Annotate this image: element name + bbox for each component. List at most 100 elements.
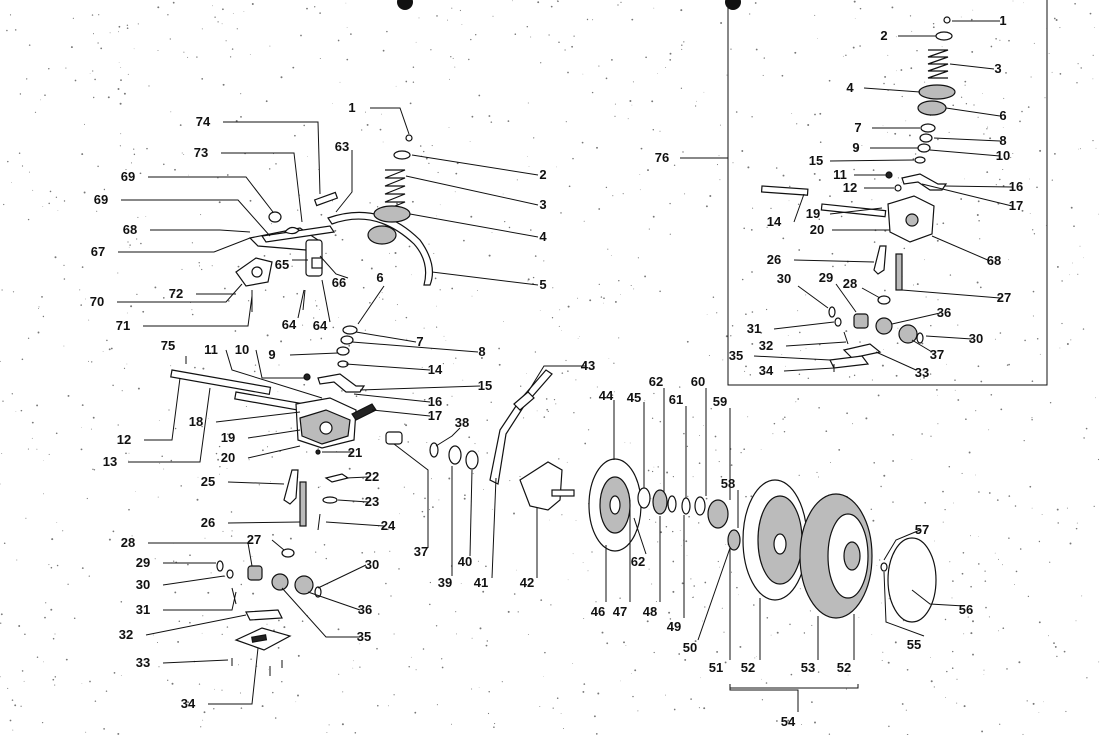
speckle-dot: [253, 370, 256, 373]
speckle-dot: [672, 476, 674, 478]
speckle-dot: [681, 48, 683, 50]
speckle-dot: [830, 462, 832, 463]
speckle-dot: [819, 141, 822, 143]
speckle-dot: [478, 94, 481, 97]
inset-rod-19: [820, 203, 887, 218]
speckle-dot: [960, 198, 962, 200]
speckle-dot: [181, 152, 183, 154]
speckle-dot: [618, 279, 620, 282]
speckle-dot: [681, 545, 682, 547]
speckle-dot: [74, 79, 77, 82]
speckle-dot: [1032, 290, 1035, 293]
inset-leader-line: [901, 289, 1001, 299]
speckle-dot: [240, 93, 242, 95]
leader-line: [148, 176, 274, 213]
speckle-dot: [1002, 627, 1005, 630]
speckle-dot: [51, 538, 54, 541]
speckle-dot: [364, 111, 367, 113]
speckle-dot: [789, 623, 791, 626]
speckle-dot: [944, 508, 946, 511]
speckle-dot: [567, 71, 569, 74]
leader-line: [527, 365, 586, 393]
speckle-dot: [1038, 540, 1041, 543]
speckle-dot: [118, 31, 119, 33]
speckle-dot: [470, 38, 472, 41]
speckle-dot: [1041, 513, 1043, 515]
speckle-dot: [1033, 42, 1035, 44]
speckle-dot: [174, 427, 177, 430]
speckle-dot: [1008, 39, 1010, 42]
speckle-dot: [669, 618, 672, 620]
leader-line: [405, 175, 539, 206]
speckle-dot: [1072, 262, 1073, 264]
speckle-dot: [163, 468, 165, 470]
speckle-dot: [50, 566, 53, 569]
speckle-dot: [1059, 27, 1061, 29]
speckle-dot: [556, 697, 559, 699]
plate-hole: [251, 266, 263, 278]
speckle-dot: [897, 327, 899, 329]
speckle-dot: [975, 410, 977, 412]
inset-leader-line: [921, 183, 1013, 207]
inset-frame: [727, 0, 1048, 386]
speckle-dot: [504, 220, 506, 223]
speckle-dot: [228, 300, 230, 302]
speckle-dot: [338, 286, 340, 288]
speckle-dot: [1083, 257, 1084, 259]
speckle-dot: [896, 70, 897, 72]
speckle-dot: [773, 422, 776, 425]
speckle-dot: [853, 374, 856, 377]
speckle-dot: [128, 508, 130, 511]
speckle-dot: [269, 45, 271, 47]
speckle-dot: [977, 200, 980, 203]
speckle-dot: [743, 448, 746, 451]
speckle-dot: [610, 255, 612, 256]
speckle-dot: [685, 540, 688, 543]
group-bracket: [729, 684, 859, 689]
speckle-dot: [502, 193, 504, 195]
speckle-dot: [436, 15, 438, 17]
speckle-dot: [973, 104, 975, 106]
speckle-dot: [622, 193, 624, 195]
speckle-dot: [761, 678, 762, 680]
speckle-dot: [527, 102, 529, 104]
speckle-dot: [807, 377, 810, 380]
speckle-dot: [776, 631, 779, 634]
speckle-dot: [871, 633, 873, 635]
leader-line: [289, 352, 339, 356]
speckle-dot: [911, 30, 913, 32]
speckle-dot: [745, 365, 747, 368]
speckle-dot: [452, 57, 454, 59]
speckle-dot: [331, 200, 334, 202]
speckle-dot: [319, 309, 320, 310]
speckle-dot: [581, 141, 584, 144]
speckle-dot: [156, 641, 159, 644]
speckle-dot: [623, 641, 625, 644]
speckle-dot: [318, 324, 319, 325]
speckle-dot: [948, 131, 950, 133]
speckle-dot: [498, 363, 501, 366]
speckle-dot: [117, 732, 120, 735]
speckle-dot: [201, 268, 203, 271]
leader-line: [223, 121, 321, 195]
speckle-dot: [474, 443, 476, 445]
main-assembly: [170, 134, 937, 676]
speckle-dot: [523, 417, 525, 419]
speckle-dot: [716, 650, 719, 653]
leader-line: [633, 517, 647, 555]
speckle-dot: [903, 247, 906, 250]
speckle-dot: [158, 666, 160, 668]
speckle-dot: [472, 473, 474, 475]
speckle-dot: [721, 607, 723, 609]
part-number-label: 5: [539, 277, 546, 292]
speckle-dot: [631, 673, 632, 674]
speckle-dot: [892, 433, 894, 436]
part-number-label: 42: [520, 575, 534, 590]
speckle-dot: [446, 403, 449, 406]
speckle-dot: [90, 428, 92, 430]
speckle-dot: [540, 62, 542, 64]
speckle-dot: [21, 670, 24, 672]
speckle-dot: [3, 542, 6, 544]
speckle-dot: [268, 430, 270, 432]
speckle-dot: [648, 228, 650, 230]
